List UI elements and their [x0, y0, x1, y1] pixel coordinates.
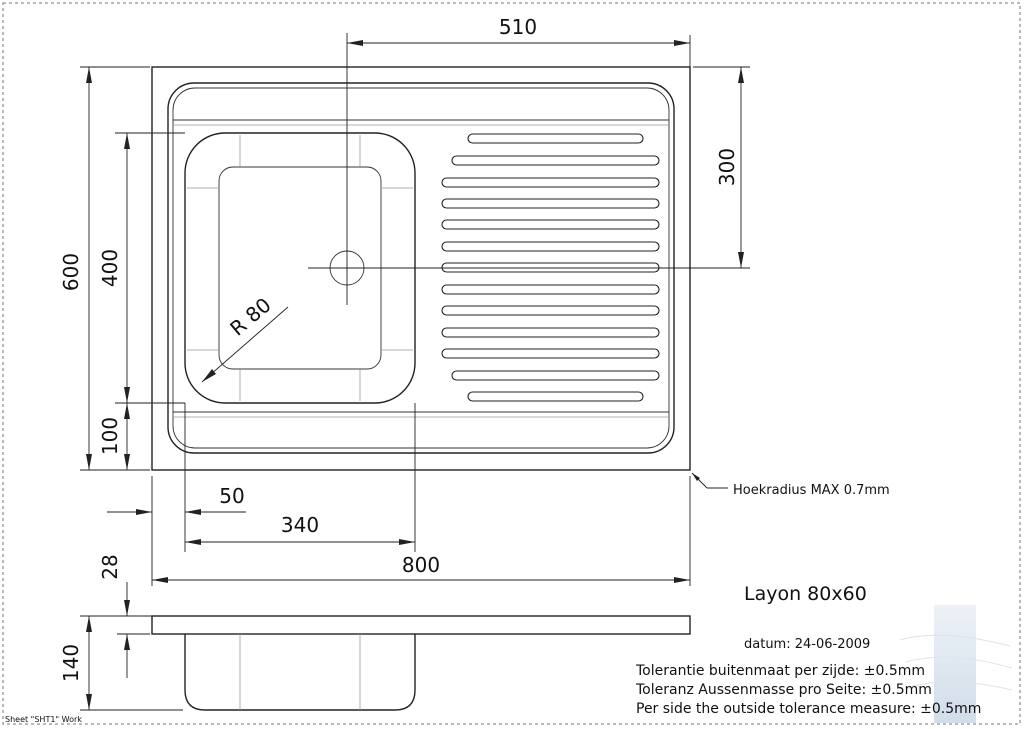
dim-600-label: 600	[59, 253, 83, 291]
outer-outline	[151, 66, 691, 471]
dim-300: 300	[693, 66, 750, 268]
drainboard-grooves	[441, 133, 660, 402]
dim-140-label: 140	[59, 644, 83, 682]
title-block: Layon 80x60 datum: 24-06-2009 Tolerantie…	[635, 583, 981, 717]
corner-note: Hoekradius MAX 0.7mm	[691, 472, 890, 498]
dim-100: 100	[98, 403, 130, 470]
dim-800: 800	[152, 476, 691, 586]
drawing-date: datum: 24-06-2009	[744, 637, 870, 652]
dim-600: 600	[59, 66, 150, 471]
dim-300-label: 300	[715, 148, 739, 186]
dim-140: 140	[59, 615, 183, 711]
tolerance-de: Toleranz Aussenmasse pro Seite: ±0.5mm	[635, 682, 932, 698]
dim-r80-label: R 80	[225, 293, 275, 341]
dim-800-label: 800	[402, 553, 440, 577]
side-top-plate	[151, 615, 691, 635]
dim-50: 50	[107, 403, 246, 586]
dim-400: 400	[98, 132, 185, 404]
dim-340: 340	[185, 403, 416, 552]
dim-340-label: 340	[281, 513, 319, 537]
side-bowl-profile	[184, 634, 416, 711]
tolerance-nl: Tolerantie buitenmaat per zijde: ±0.5mm	[635, 663, 925, 679]
watermark	[899, 605, 1013, 723]
dim-100-label: 100	[98, 417, 122, 455]
dim-50-label: 50	[219, 484, 244, 508]
sheet-label: Sheet "SHT1" Work	[5, 715, 82, 724]
dim-28-label: 28	[98, 554, 122, 579]
tolerance-en: Per side the outside tolerance measure: …	[636, 701, 981, 717]
dim-510-label: 510	[499, 15, 537, 39]
product-name: Layon 80x60	[744, 583, 867, 605]
dim-510: 510	[347, 15, 691, 67]
dim-400-label: 400	[98, 249, 122, 287]
sink-side-view	[151, 615, 691, 711]
sink-top-view	[151, 66, 691, 471]
corner-note-label: Hoekradius MAX 0.7mm	[733, 483, 890, 498]
